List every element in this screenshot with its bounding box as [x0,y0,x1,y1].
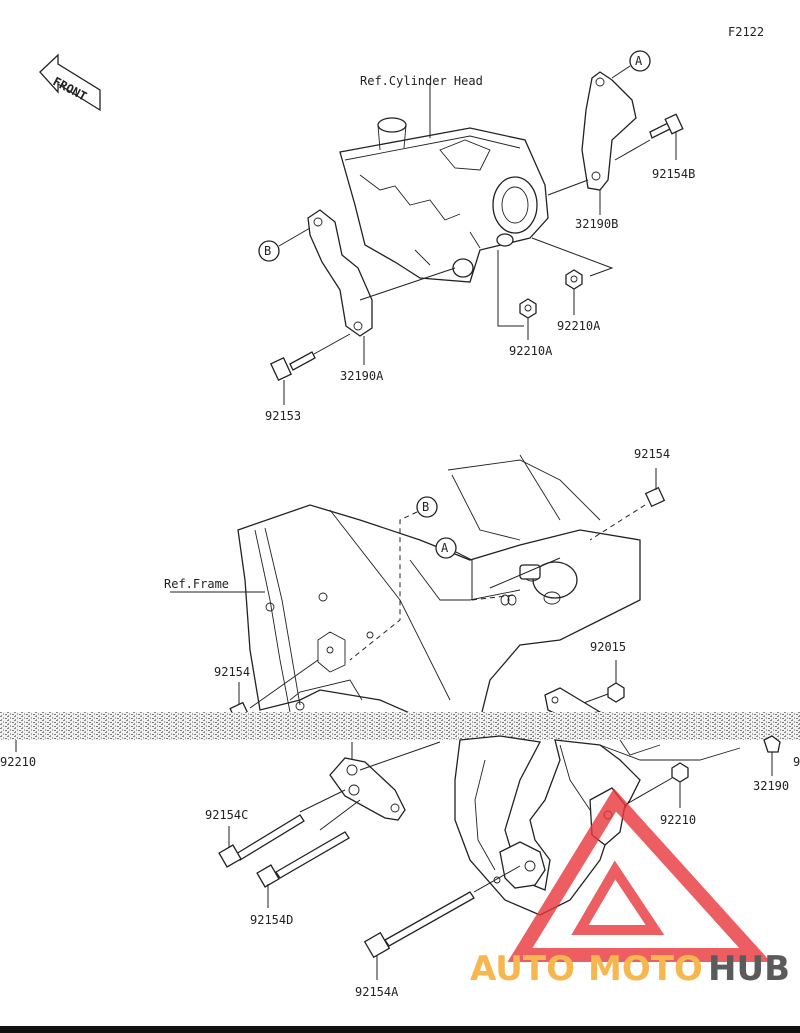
bolt-92154d [256,831,350,888]
callout-circle-b-top [258,240,280,262]
watermark-moto: MOTO [588,949,703,989]
label-ref-cylinder-head: Ref.Cylinder Head [360,74,483,88]
diagram-code: F2122 [728,25,764,39]
bolt-92153 [269,351,316,381]
label-92210-left: 92210 [0,755,36,769]
nut-92210a-left [519,298,537,319]
bracket-32190a [307,209,373,337]
label-92154b: 92154B [652,167,695,181]
label-92154a: 92154A [355,985,399,999]
label-92154c: 92154C [205,808,248,822]
label-92154-top: 92154 [634,447,670,461]
callout-a-bottom: A [441,541,449,555]
callout-circle-a-bottom [435,537,457,559]
nut-92210a-right [565,269,583,290]
bolt-92154a [363,891,475,959]
watermark-auto: AUTO [470,949,575,989]
label-92154d: 92154D [250,913,293,927]
callout-circle-b-bottom [416,496,438,518]
nut-92015 [607,682,625,703]
callout-b-bottom: B [422,500,429,514]
callout-a-top: A [635,54,643,68]
front-arrow-icon: FRONT [39,53,101,112]
label-92210a-left: 92210A [509,344,553,358]
bolt-92154c [218,814,305,868]
bolt-92154-top [644,486,666,508]
scan-noise-band [0,712,800,740]
cylinder-head [339,117,549,283]
watermark-hub: HUB [708,949,790,989]
label-92210-right: 92210 [660,813,696,827]
callout-b-top: B [264,244,271,258]
label-92015: 92015 [590,640,626,654]
nut-92210-right [671,762,689,783]
label-92154-left: 92154 [214,665,250,679]
bottom-border [0,1026,800,1033]
label-32190: 32190 [753,779,789,793]
label-32190b: 32190B [575,217,618,231]
bolt-92154b [649,113,684,139]
bracket-32190b [581,71,637,191]
frame [237,454,641,723]
callout-circle-a-top [629,50,651,72]
label-32190a: 32190A [340,369,384,383]
label-ref-frame: Ref.Frame [164,577,229,591]
label-92210a-right: 92210A [557,319,601,333]
automotohub-watermark: AUTO MOTO HUB [470,788,790,989]
label-cut-fragment: 9 [793,755,800,769]
warning-triangle-icon [507,788,771,962]
label-92153: 92153 [265,409,301,423]
